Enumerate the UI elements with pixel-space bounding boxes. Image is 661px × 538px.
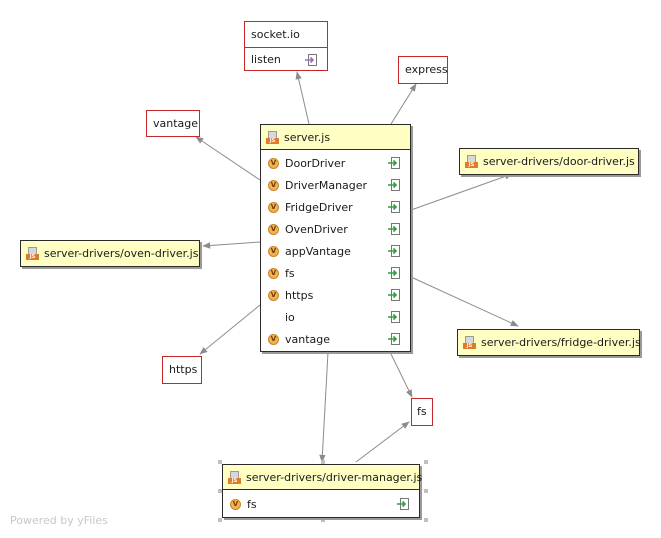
member-name-listen: listen xyxy=(251,53,281,66)
driver-manager-title: server-drivers/driver-manager.js xyxy=(246,470,423,484)
selection-handle[interactable] xyxy=(424,518,428,522)
member-name: https xyxy=(285,288,314,302)
edge-server-to-fs xyxy=(389,351,413,398)
export-arrow-icon xyxy=(388,311,400,323)
member-name: appVantage xyxy=(285,244,351,258)
edge-server-to-socket-io xyxy=(295,71,310,125)
edge-server-to-oven-driver xyxy=(202,241,261,249)
member-row[interactable]: V DoorDriver xyxy=(261,152,410,174)
export-arrow-icon xyxy=(388,179,400,191)
https-label: https xyxy=(169,363,198,376)
door-driver-title: server-drivers/door-driver.js xyxy=(483,155,635,168)
member-name: fs xyxy=(247,497,257,511)
edge-server-to-express xyxy=(390,83,417,125)
server-js-header: JS server.js xyxy=(261,125,410,150)
variable-icon: V xyxy=(230,498,241,510)
socket-io-node[interactable]: socket.io listen xyxy=(244,21,328,71)
oven-driver-header: JS server-drivers/oven-driver.js xyxy=(21,241,199,266)
socket-io-title: socket.io xyxy=(245,22,327,48)
express-label: express xyxy=(405,63,448,76)
js-file-icon: JS xyxy=(266,130,279,144)
member-name: DriverManager xyxy=(285,178,368,192)
member-row-listen[interactable]: listen xyxy=(245,48,327,72)
variable-icon: V xyxy=(268,245,279,257)
js-file-icon: JS xyxy=(228,470,241,484)
variable-icon: V xyxy=(268,179,279,191)
fridge-driver-node[interactable]: JS server-drivers/fridge-driver.js xyxy=(457,329,641,356)
variable-icon: V xyxy=(268,267,279,279)
variable-icon: V xyxy=(268,223,279,235)
selection-handle[interactable] xyxy=(218,518,222,522)
member-name: FridgeDriver xyxy=(285,200,353,214)
member-name: OvenDriver xyxy=(285,222,348,236)
fs-node[interactable]: fs xyxy=(411,398,433,426)
member-name: DoorDriver xyxy=(285,156,346,170)
edge-server-to-vantage xyxy=(195,136,261,181)
edge-server-to-driver-manager xyxy=(319,351,329,463)
export-arrow-icon xyxy=(388,267,400,279)
member-name: fs xyxy=(285,266,295,280)
vantage-label: vantage xyxy=(153,117,199,130)
variable-icon: V xyxy=(268,157,279,169)
server-js-title: server.js xyxy=(284,130,331,144)
selection-handle[interactable] xyxy=(218,460,222,464)
member-row[interactable]: V DriverManager xyxy=(261,174,410,196)
member-row[interactable]: V vantage xyxy=(261,328,410,350)
edge-server-to-fridge-driver xyxy=(410,276,519,327)
fridge-driver-title: server-drivers/fridge-driver.js xyxy=(481,336,641,349)
edge-server-to-door-driver xyxy=(410,173,513,211)
oven-driver-title: server-drivers/oven-driver.js xyxy=(44,247,199,260)
https-node[interactable]: https xyxy=(162,356,202,384)
vantage-node[interactable]: vantage xyxy=(146,110,200,137)
edge-server-to-https xyxy=(199,304,261,355)
member-row[interactable]: io xyxy=(261,306,410,328)
fridge-driver-header: JS server-drivers/fridge-driver.js xyxy=(458,330,641,355)
export-arrow-icon xyxy=(388,223,400,235)
fs-label: fs xyxy=(417,405,427,418)
export-arrow-icon xyxy=(388,245,400,257)
export-arrow-icon xyxy=(388,157,400,169)
member-row-fs[interactable]: V fs xyxy=(223,490,419,518)
server-js-node[interactable]: JS server.js V DoorDriver V DriverManage… xyxy=(260,124,411,352)
door-driver-node[interactable]: JS server-drivers/door-driver.js xyxy=(459,148,639,175)
member-row[interactable]: V fs xyxy=(261,262,410,284)
variable-icon: V xyxy=(268,333,279,345)
export-arrow-icon xyxy=(388,289,400,301)
selection-handle[interactable] xyxy=(424,460,428,464)
export-arrow-icon xyxy=(397,498,409,510)
selection-handle[interactable] xyxy=(321,518,325,522)
door-driver-header: JS server-drivers/door-driver.js xyxy=(460,149,638,174)
member-row[interactable]: V https xyxy=(261,284,410,306)
driver-manager-header: JS server-drivers/driver-manager.js xyxy=(223,465,423,490)
export-arrow-icon xyxy=(388,201,400,213)
driver-manager-node[interactable]: JS server-drivers/driver-manager.js V fs xyxy=(222,464,423,518)
member-row[interactable]: V OvenDriver xyxy=(261,218,410,240)
variable-icon: V xyxy=(268,201,279,213)
oven-driver-node[interactable]: JS server-drivers/oven-driver.js xyxy=(20,240,200,267)
js-file-icon: JS xyxy=(26,247,39,260)
member-name: io xyxy=(285,310,295,324)
selection-handle[interactable] xyxy=(424,489,428,493)
variable-icon: V xyxy=(268,289,279,301)
edge-driver-manager-to-fs xyxy=(355,421,410,463)
selection-handle[interactable] xyxy=(321,460,325,464)
member-row[interactable]: V appVantage xyxy=(261,240,410,262)
js-file-icon: JS xyxy=(465,155,478,168)
member-row[interactable]: V FridgeDriver xyxy=(261,196,410,218)
express-node[interactable]: express xyxy=(398,56,448,84)
js-file-icon: JS xyxy=(463,336,476,349)
member-name: vantage xyxy=(285,332,331,346)
import-arrow-icon xyxy=(305,54,317,66)
selection-handle[interactable] xyxy=(218,489,222,493)
export-arrow-icon xyxy=(388,333,400,345)
watermark: Powered by yFiles xyxy=(10,514,108,527)
